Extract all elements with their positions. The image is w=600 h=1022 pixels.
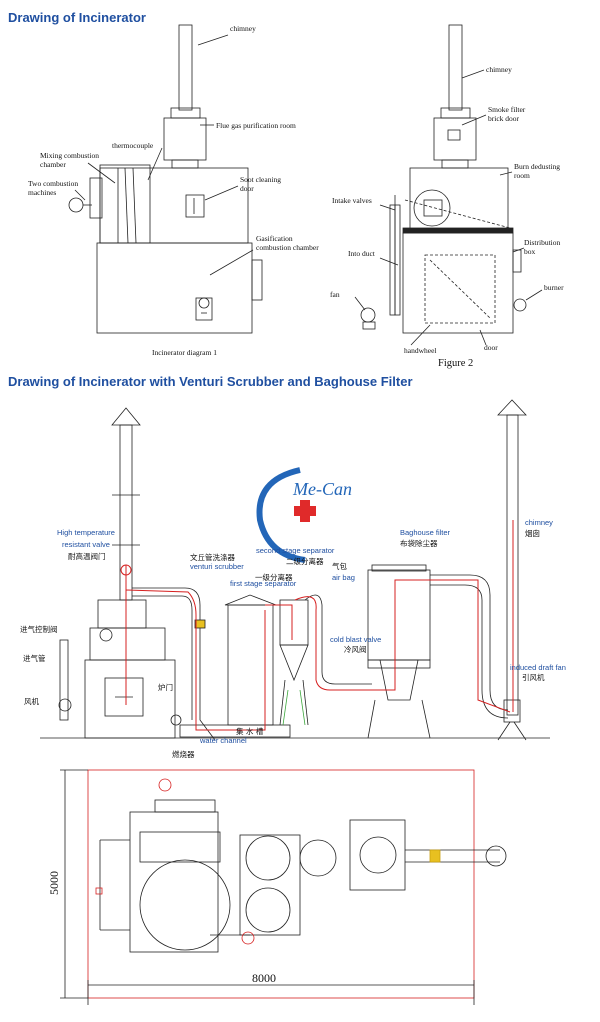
fig3-first-stage: first stage separator	[230, 579, 297, 588]
figure-2	[354, 24, 543, 346]
logo-text: Me-Can	[292, 479, 352, 499]
fig2-smoke-label-1: Smoke filter	[488, 105, 526, 114]
fig3-baghouse-cn: 布袋除尘器	[400, 538, 438, 548]
fig1-gasification-chamber	[96, 242, 253, 334]
fig3-burner	[170, 714, 182, 726]
fig3-induced-fan	[503, 699, 521, 723]
fig3-high-temp-2: resistant valve	[62, 540, 110, 549]
fig4-valve	[429, 849, 441, 863]
fig4-chimney	[485, 845, 507, 867]
fig1-mixing-label-2: chamber	[40, 160, 66, 169]
fig2-smoke-filter	[433, 117, 477, 161]
fig3-burner-cn: 燃烧器	[172, 749, 195, 759]
fig2-intake-label: Intake valves	[332, 196, 372, 205]
fig3-venturi: venturi scrubber	[190, 562, 244, 571]
fig1-thermocouple-label: thermocouple	[112, 141, 154, 150]
fig3-flow-lines	[120, 520, 514, 731]
fig2-chimney-stack	[448, 24, 463, 111]
figure-1	[68, 24, 263, 334]
fig1-mixing-label-1: Mixing combustion	[40, 151, 99, 160]
fig2-caption: Figure 2	[438, 358, 473, 369]
fig3-first-stage	[227, 604, 274, 726]
fig2-fan	[360, 307, 376, 323]
fig3-air-bag: air bag	[332, 573, 355, 582]
fig3-intake-pipe-cn: 进气管	[23, 653, 46, 663]
figure-3	[40, 399, 550, 741]
fig4-height-dim: 5000	[47, 871, 61, 895]
fig3-furnace-door-cn: 炉门	[158, 682, 173, 692]
fig3-support-legs	[282, 689, 306, 726]
fig3-second-stage-cn: 二级分离器	[286, 556, 324, 566]
fig3-high-temp-1: High temperature	[57, 528, 115, 537]
fig3-fan	[58, 698, 72, 712]
fig4-boundary	[87, 769, 475, 999]
fig1-upper-body	[99, 167, 249, 244]
fig3-water-channel	[179, 724, 291, 738]
fig1-caption: Incinerator diagram 1	[152, 348, 217, 357]
mecan-logo	[256, 467, 316, 563]
fig1-soot-door	[185, 194, 205, 218]
fig3-left-chimney-cap	[111, 407, 141, 426]
fig4-top-valve	[158, 778, 172, 792]
fig1-soot-label-1: Soot cleaning	[240, 175, 281, 184]
fig1-two-label-2: machines	[28, 188, 56, 197]
fig2-door	[424, 254, 496, 324]
fig3-water: water channel	[199, 736, 247, 745]
fig3-second-stage	[279, 599, 309, 646]
fig3-right-chimney	[506, 414, 519, 716]
fig3-furnace-door	[104, 677, 144, 717]
fig3-second-stage: second stage separator	[256, 546, 335, 555]
fig2-fan-label: fan	[330, 290, 340, 299]
fig4-incinerator	[129, 811, 219, 953]
fig3-induced-cn: 引风机	[522, 672, 545, 682]
fig2-lower-chamber	[402, 232, 514, 334]
fig4-furnace	[139, 859, 231, 951]
fig3-chimney-cn: 烟囱	[525, 528, 540, 538]
fig3-high-temp-cn: 耐高温阀门	[68, 551, 106, 561]
fig4-width-dim: 8000	[252, 971, 276, 985]
fig3-venturi-cn: 文丘管洗涤器	[190, 552, 235, 562]
fig3-right-chimney-cap	[497, 399, 527, 416]
fig1-flue-gas-label: Flue gas purification room	[216, 121, 296, 130]
fig2-door-label: door	[484, 343, 498, 352]
fig3-air-bag-cn: 气包	[332, 561, 347, 571]
fig2-smoke-label-2: brick door	[488, 114, 520, 123]
fig3-baghouse	[367, 569, 431, 661]
fig1-gasif-label-1: Gasification	[256, 234, 293, 243]
fig3-chimney: chimney	[525, 518, 553, 527]
fig2-dist-label-2: box	[524, 247, 536, 256]
fig2-into-duct-label: Into duct	[348, 249, 376, 258]
fig3-water-cn: 集 水 槽	[236, 726, 264, 736]
figure-4	[60, 769, 507, 1005]
fig2-burner	[513, 298, 527, 312]
fig2-handwheel-label: handwheel	[404, 346, 437, 355]
fig3-cold-blast: cold blast valve	[330, 635, 381, 644]
fig3-intake-ctrl-cn: 进气控制阀	[20, 624, 58, 634]
fig2-burn-label-2: room	[514, 171, 530, 180]
fig1-gasif-label-2: combustion chamber	[256, 243, 319, 252]
fig3-incinerator	[84, 659, 176, 739]
fig2-plate	[402, 227, 514, 234]
fig1-chimney-label: chimney	[230, 24, 256, 33]
fig4-baghouse	[349, 819, 406, 891]
fig1-two-label-1: Two combustion	[28, 179, 78, 188]
fig2-chimney-label: chimney	[486, 65, 512, 74]
fig1-combustion-machine	[68, 197, 84, 213]
fig1-soot-label-2: door	[240, 184, 254, 193]
fig3-fan-cn: 风机	[24, 696, 39, 706]
fig1-flue-gas-room	[163, 117, 207, 161]
fig2-dist-label-1: Distribution	[524, 238, 561, 247]
fig2-dedusting-room	[409, 167, 509, 231]
fig1-chimney-stack	[178, 24, 193, 111]
fig2-burner-label: burner	[544, 283, 564, 292]
section2-title: Drawing of Incinerator with Venturi Scru…	[8, 374, 413, 389]
fig3-first-stage-cn: 一级分离器	[255, 572, 293, 582]
section1-title: Drawing of Incinerator	[8, 10, 146, 25]
fig2-burn-label-1: Burn dedusting	[514, 162, 560, 171]
fig3-induced: induced draft fan	[510, 663, 566, 672]
fig3-cold-blast-cn: 冷风阀	[344, 644, 367, 654]
fig3-baghouse: Baghouse filter	[400, 528, 451, 537]
fig4-side-valve	[241, 931, 255, 945]
